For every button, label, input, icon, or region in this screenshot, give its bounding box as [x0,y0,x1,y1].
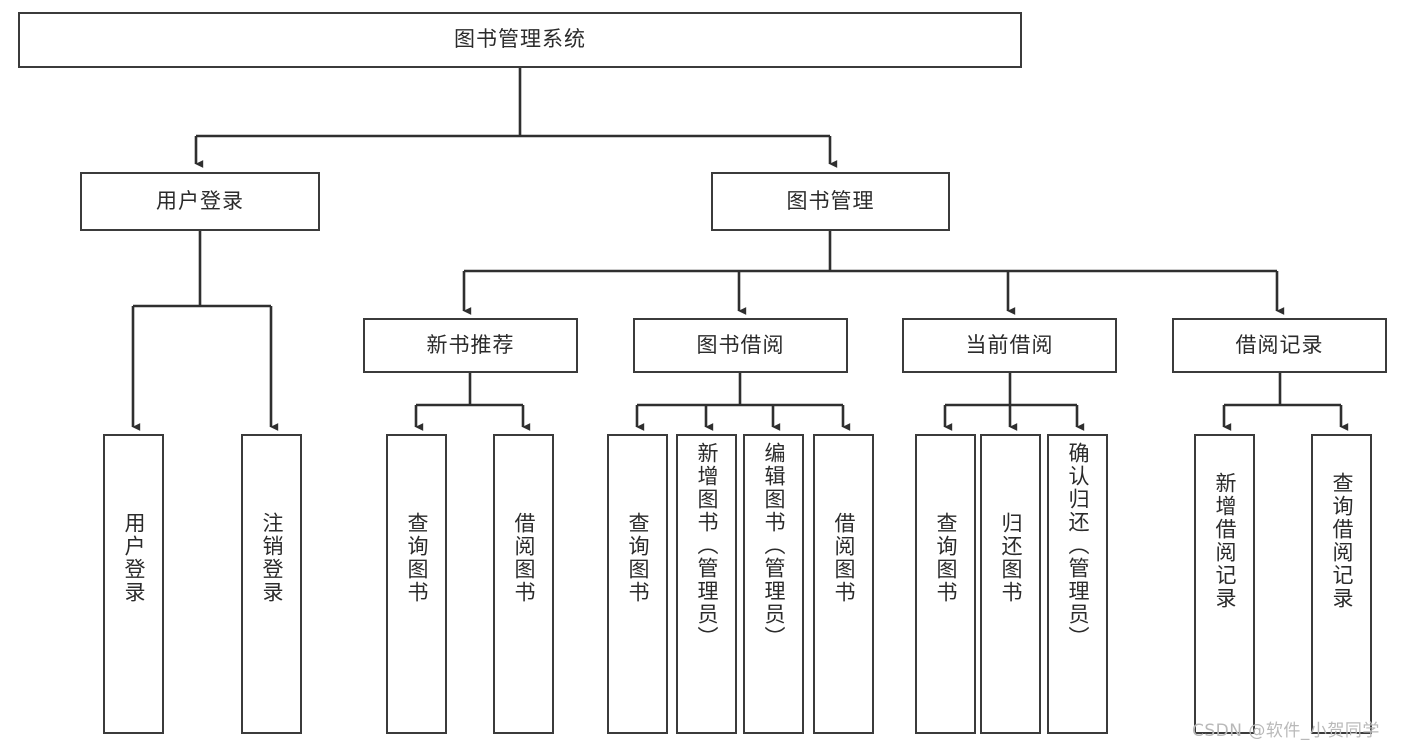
node-leaf-query-book-1[interactable]: 查询图书 [386,434,447,734]
node-leaf-query-book-3[interactable]: 查询图书 [915,434,976,734]
node-new-book-recommend-label: 新书推荐 [426,332,515,357]
node-leaf-edit-book-label: 编辑图书（管理员） [761,442,786,649]
node-leaf-query-record[interactable]: 查询借阅记录 [1311,434,1372,734]
node-book-management[interactable]: 图书管理 [711,172,950,231]
node-leaf-confirm-return[interactable]: 确认归还（管理员） [1047,434,1108,734]
node-leaf-query-book-2[interactable]: 查询图书 [607,434,668,734]
node-leaf-borrow-book-1[interactable]: 借阅图书 [493,434,554,734]
node-book-management-label: 图书管理 [786,188,875,213]
node-leaf-return-book[interactable]: 归还图书 [980,434,1041,734]
node-leaf-borrow-book-1-label: 借阅图书 [511,512,536,604]
node-current-borrow[interactable]: 当前借阅 [902,318,1117,373]
node-leaf-edit-book[interactable]: 编辑图书（管理员） [743,434,804,734]
watermark-label: CSDN @软件_小贺同学 [1192,721,1380,741]
node-leaf-add-book-label: 新增图书（管理员） [694,442,719,649]
node-leaf-logout[interactable]: 注销登录 [241,434,302,734]
node-leaf-user-login-label: 用户登录 [121,512,146,604]
node-borrow-record[interactable]: 借阅记录 [1172,318,1387,373]
node-leaf-borrow-book-2-label: 借阅图书 [831,512,856,604]
node-leaf-user-login[interactable]: 用户登录 [103,434,164,734]
node-current-borrow-label: 当前借阅 [965,332,1054,357]
node-user-login[interactable]: 用户登录 [80,172,320,231]
node-new-book-recommend[interactable]: 新书推荐 [363,318,578,373]
node-leaf-query-book-2-label: 查询图书 [625,512,650,604]
node-root[interactable]: 图书管理系统 [18,12,1022,68]
node-leaf-add-record-label: 新增借阅记录 [1212,472,1237,610]
node-borrow-record-label: 借阅记录 [1235,332,1324,357]
node-user-login-label: 用户登录 [156,188,244,213]
node-root-label: 图书管理系统 [454,27,586,52]
node-leaf-query-book-1-label: 查询图书 [404,512,429,604]
node-book-borrow-label: 图书借阅 [696,332,785,357]
node-leaf-query-record-label: 查询借阅记录 [1329,472,1354,610]
node-leaf-logout-label: 注销登录 [259,512,284,604]
node-leaf-return-book-label: 归还图书 [998,512,1023,604]
node-book-borrow[interactable]: 图书借阅 [633,318,848,373]
node-leaf-confirm-return-label: 确认归还（管理员） [1065,442,1090,649]
node-leaf-query-book-3-label: 查询图书 [933,512,958,604]
node-leaf-add-book[interactable]: 新增图书（管理员） [676,434,737,734]
node-leaf-add-record[interactable]: 新增借阅记录 [1194,434,1255,734]
node-leaf-borrow-book-2[interactable]: 借阅图书 [813,434,874,734]
